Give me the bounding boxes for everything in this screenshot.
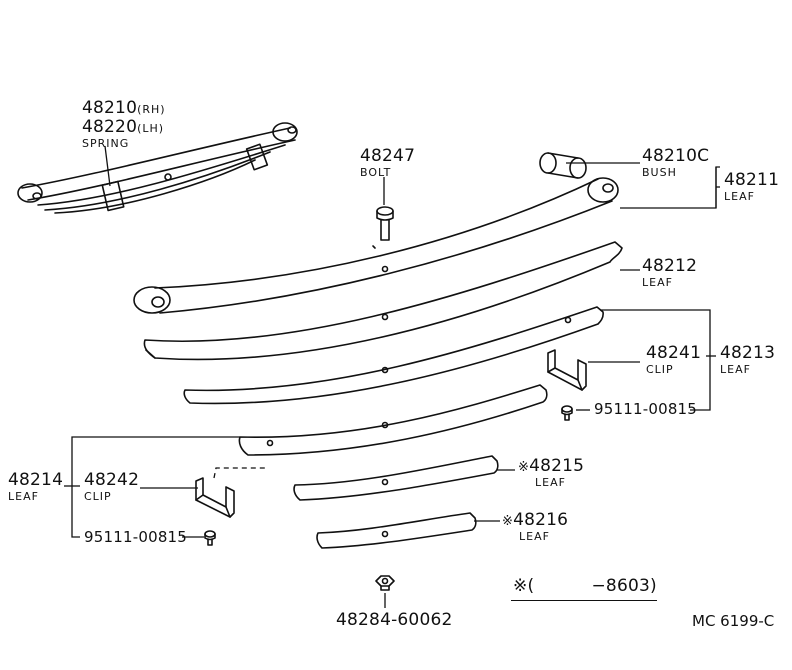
bush-name: BUSH (642, 166, 677, 179)
bush-part-number: 48210C (642, 146, 710, 166)
callout-leaf-48215: ※48215 LEAF (518, 456, 585, 489)
clip-48241-name: CLIP (646, 363, 674, 376)
spring-name: SPRING (82, 137, 130, 150)
callout-bolt: 48247 BOLT (360, 146, 416, 179)
leaf-48211-name: LEAF (724, 190, 755, 203)
spring-lh-suffix: (LH) (137, 122, 165, 135)
leaf-48214-name: LEAF (8, 490, 39, 503)
leaf-48212-drawing (143, 241, 623, 361)
screw-left-drawing (204, 530, 216, 546)
screw-right-drawing (561, 405, 573, 421)
clip-48242-drawing (195, 477, 235, 518)
clip-48241-drawing (547, 349, 587, 391)
callout-clip-48242: 48242 CLIP (84, 470, 140, 503)
clip-48242-part-number: 48242 (84, 470, 140, 490)
bolt-part-number: 48247 (360, 146, 416, 166)
callout-leaf-48211: 48211 LEAF (724, 170, 780, 203)
leaf-48214-part-number: 48214 (8, 470, 64, 490)
callout-clip-48241: 48241 CLIP (646, 343, 702, 376)
screw-right-part-number: 95111-00815 (594, 400, 698, 418)
leaf-48213-part-number: 48213 (720, 343, 776, 363)
leaf-48215-name: LEAF (535, 476, 566, 489)
callout-leaf-48214: 48214 LEAF (8, 470, 64, 503)
leaf-48215-part-number: 48215 (529, 456, 585, 476)
leaf-48215-mark: ※ (518, 460, 530, 475)
spring-rh-suffix: (RH) (137, 103, 166, 116)
leaf-48211-drawing (133, 177, 619, 314)
bolt-48247-drawing (372, 206, 394, 249)
spring-rh-part-number: 48210 (82, 98, 138, 118)
bolt-name: BOLT (360, 166, 392, 179)
bush-48210c-drawing (539, 152, 587, 179)
leaf-48216-name: LEAF (519, 530, 550, 543)
leaf-48215-drawing (293, 455, 499, 501)
nut-part-number: 48284-60062 (336, 610, 453, 630)
spring-lh-part-number: 48220 (82, 117, 138, 137)
leaf-48212-name: LEAF (642, 276, 673, 289)
leaf-48212-part-number: 48212 (642, 256, 698, 276)
callout-spring: 48210(RH) 48220(LH) SPRING (82, 98, 166, 150)
callout-bush: 48210C BUSH (642, 146, 710, 179)
callout-leaf-48213: 48213 LEAF (720, 343, 776, 376)
screw-left-part-number: 95111-00815 (84, 528, 188, 546)
clip-48241-part-number: 48241 (646, 343, 702, 363)
nut-48284-60062-drawing (375, 575, 395, 591)
clip-48242-name: CLIP (84, 490, 112, 503)
callout-leaf-48212: 48212 LEAF (642, 256, 698, 289)
leaf-48216-drawing (316, 512, 477, 549)
leaf-48216-part-number: 48216 (513, 510, 569, 530)
catalog-code: MC 6199-C (692, 612, 775, 630)
callout-leaf-48216: ※48216 LEAF (502, 510, 569, 543)
leaf-48214-drawing (238, 384, 548, 456)
leaf-48213-name: LEAF (720, 363, 751, 376)
leaf-48211-part-number: 48211 (724, 170, 780, 190)
leaf-48213-drawing (183, 306, 604, 405)
footnote: ※( −8603) (513, 576, 657, 596)
footnote-underline (511, 600, 657, 601)
leaf-48216-mark: ※ (502, 514, 514, 529)
